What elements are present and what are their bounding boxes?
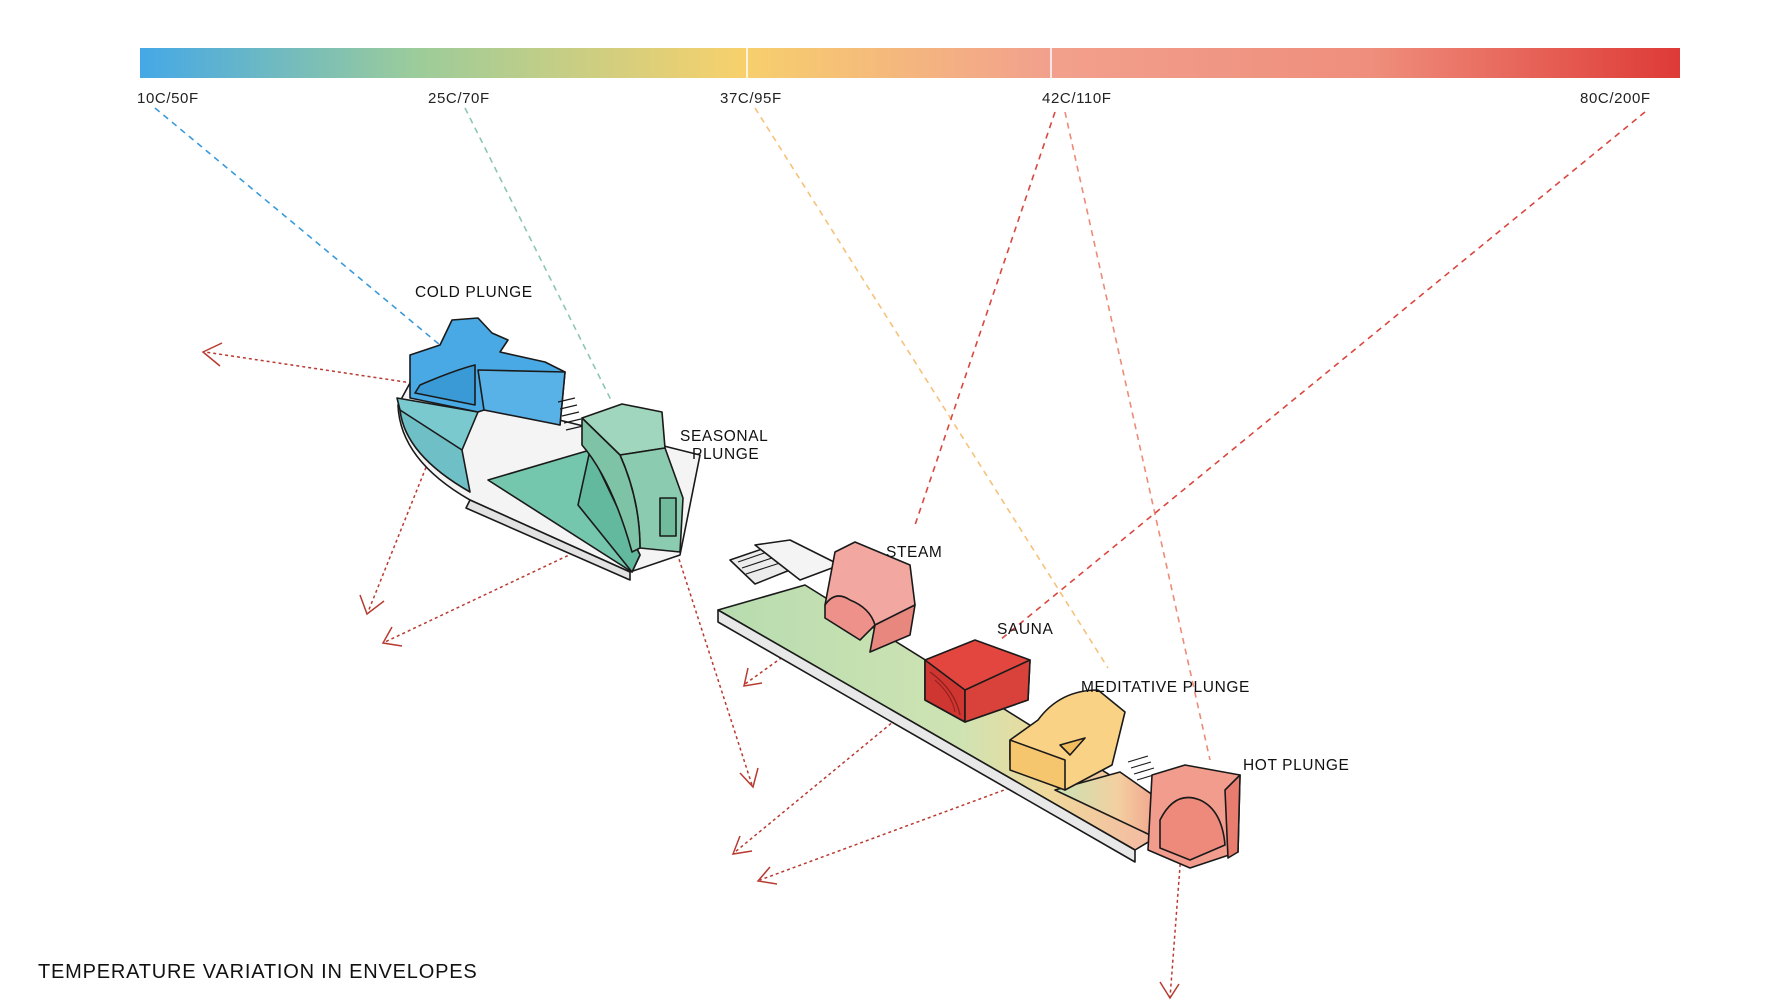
steam-sauna-building bbox=[717, 539, 1241, 869]
tick-label: 42C/110F bbox=[1042, 90, 1112, 107]
label-sauna: SAUNA bbox=[997, 621, 1053, 638]
tick-label: 10C/50F bbox=[137, 90, 199, 107]
leader-steam bbox=[914, 111, 1056, 526]
label-hot-plunge: HOT PLUNGE bbox=[1243, 757, 1350, 774]
label-seasonal-plunge: SEASONAL bbox=[680, 428, 768, 445]
leader-cold bbox=[154, 107, 441, 346]
space-labels: COLD PLUNGE SEASONAL PLUNGE STEAM SAUNA … bbox=[415, 284, 1350, 774]
leader-hot bbox=[1064, 111, 1211, 761]
temperature-gradient-bar bbox=[140, 48, 1680, 78]
tick-label: 80C/200F bbox=[1580, 90, 1651, 107]
tick-label: 25C/70F bbox=[428, 90, 490, 107]
label-seasonal-plunge-2: PLUNGE bbox=[692, 446, 759, 463]
leader-lines bbox=[154, 107, 1646, 761]
temperature-scale: 10C/50F 25C/70F 37C/95F 42C/110F 80C/200… bbox=[137, 48, 1680, 107]
stairs bbox=[557, 397, 584, 431]
label-meditative-plunge: MEDITATIVE PLUNGE bbox=[1081, 679, 1250, 696]
label-cold-plunge: COLD PLUNGE bbox=[415, 284, 533, 301]
label-steam: STEAM bbox=[886, 544, 942, 561]
leader-meditative bbox=[754, 107, 1109, 669]
leader-sauna bbox=[999, 111, 1646, 641]
cold-seasonal-building bbox=[396, 317, 701, 581]
diagram-caption: TEMPERATURE VARIATION IN ENVELOPES bbox=[38, 961, 478, 983]
tick-label: 37C/95F bbox=[720, 90, 782, 107]
